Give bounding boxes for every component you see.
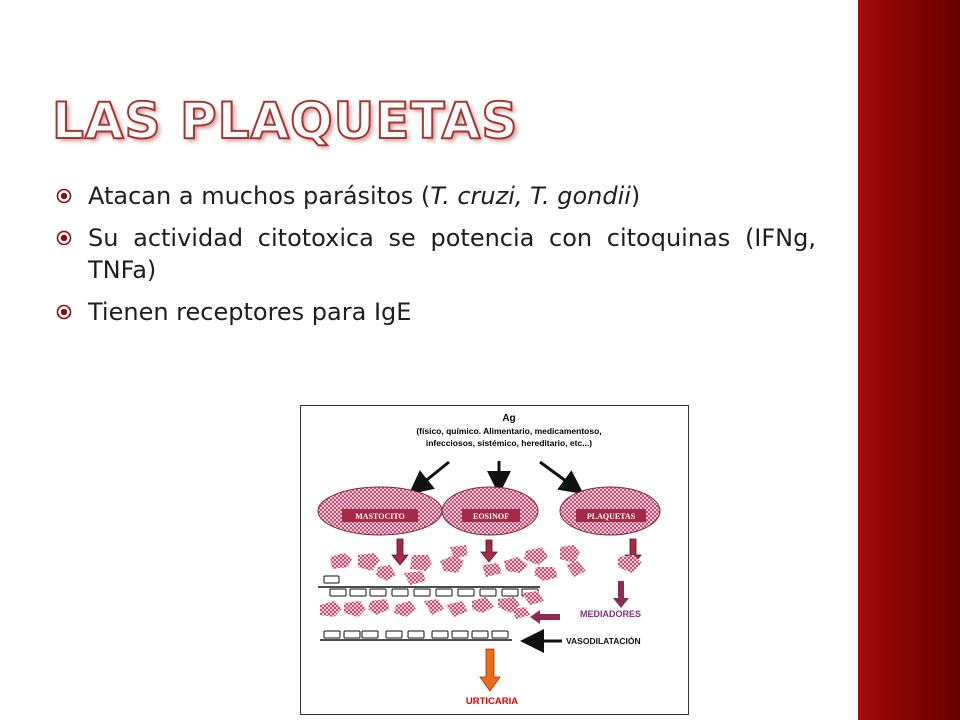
endothelial-cell [323, 575, 340, 584]
vessel-wall-upper [318, 586, 540, 597]
urticaria-label: URTICARIA [466, 696, 518, 707]
cell-label-mastocito: MASTOCITO [355, 512, 405, 521]
bullet-text: Su actividad citotoxica se potencia con … [88, 224, 816, 284]
bullet-text: Tienen receptores para IgE [88, 298, 412, 326]
granules-upper [330, 545, 642, 585]
granules-lower [320, 591, 544, 619]
mediators-label: MEDIADORES [580, 609, 641, 619]
cell-label-plaquetas: PLAQUETAS [587, 512, 636, 521]
antigen-detail-line1: (físico, químico. Alimentario, medicamen… [416, 426, 601, 436]
diagram-canvas: Ag (físico, químico. Alimentario, medica… [317, 413, 661, 707]
vessel-wall-lower [320, 630, 512, 641]
urticaria-arrow-icon [479, 648, 501, 692]
antigen-arrows [408, 460, 584, 495]
target-bullet-icon [56, 304, 72, 320]
slide-title: LAS PLAQUETAS [51, 91, 519, 151]
bullet-item: Atacan a muchos parásitos (T. cruzi, T. … [56, 180, 816, 212]
urticaria-diagram: Ag (físico, químico. Alimentario, medica… [300, 405, 689, 715]
cell-plaquetas: PLAQUETAS [559, 486, 661, 536]
mediators-down-arrow-icon [613, 581, 629, 608]
cell-mastocito: MASTOCITO [317, 486, 443, 536]
vasodilation-label: VASODILATACIÓN [566, 635, 641, 646]
cell-label-eosinof: EOSINOF [473, 512, 509, 521]
target-bullet-icon [56, 230, 72, 246]
antigen-label: Ag [502, 413, 515, 424]
antigen-detail-line2: infecciosos, sistémico, hereditario, etc… [426, 438, 592, 448]
bullet-item: Su actividad citotoxica se potencia con … [56, 222, 816, 286]
decorative-sidebar [858, 0, 960, 720]
bullet-text-end: ) [630, 182, 641, 210]
bullet-item: Tienen receptores para IgE [56, 296, 816, 328]
target-bullet-icon [56, 188, 72, 204]
parasite-names: T. cruzi, T. gondii [430, 182, 631, 210]
bullet-list: Atacan a muchos parásitos (T. cruzi, T. … [56, 180, 816, 338]
bullet-text: Atacan a muchos parásitos ( [88, 182, 431, 210]
cell-eosinofilo: EOSINOF [441, 486, 539, 536]
mediators-arrow-icon [530, 610, 560, 624]
